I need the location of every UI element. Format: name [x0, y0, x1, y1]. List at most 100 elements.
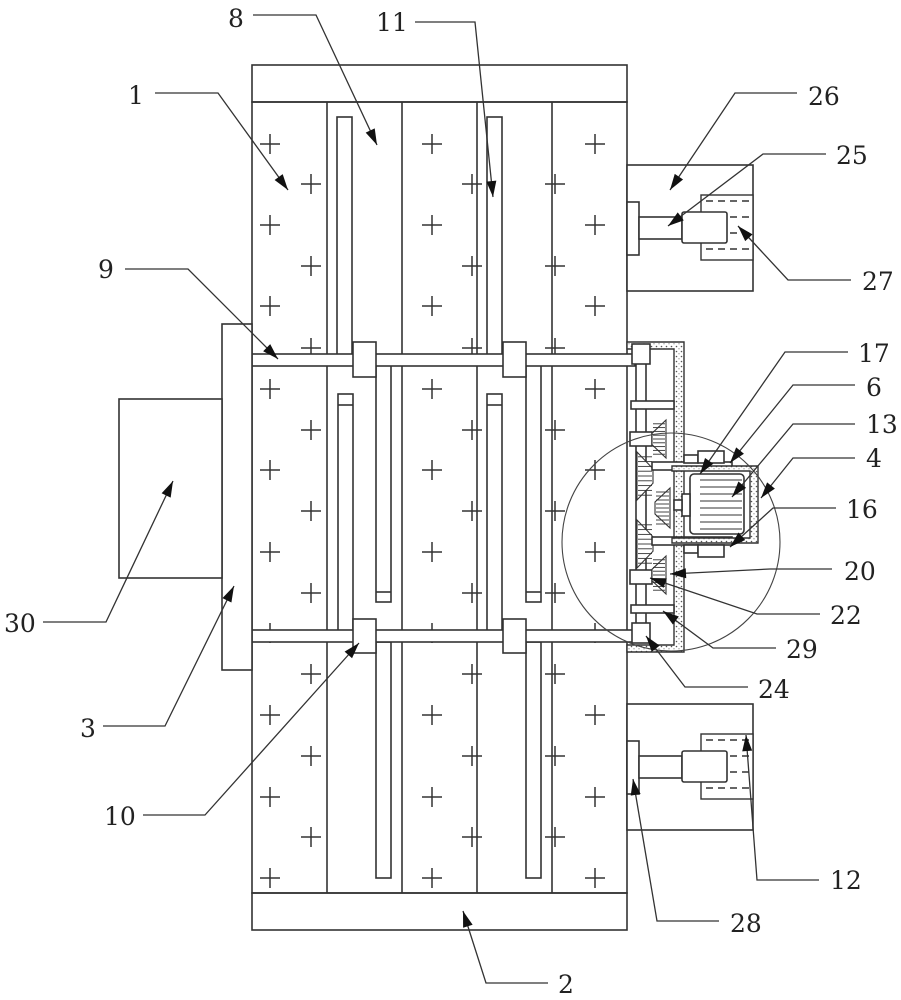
guide-slot	[486, 393, 503, 633]
arrowhead-icon	[161, 481, 173, 498]
plus-mark	[422, 379, 442, 399]
upper-shaft	[251, 353, 636, 367]
leader-8	[253, 14, 378, 146]
arrowhead-icon	[738, 226, 753, 242]
label-2: 2	[558, 970, 574, 999]
plus-mark	[260, 787, 280, 807]
plus-mark	[585, 134, 605, 154]
guide-slot	[525, 364, 542, 603]
label-22: 22	[830, 601, 862, 630]
plus-mark	[585, 787, 605, 807]
leader-22	[649, 577, 820, 615]
arrowhead-icon	[761, 482, 775, 498]
left-assembly	[118, 323, 253, 671]
leader-26	[669, 92, 797, 191]
arrowhead-icon	[742, 735, 753, 752]
bearing-seat	[697, 544, 725, 558]
support-bracket	[630, 604, 675, 614]
plate-hatching	[260, 134, 605, 888]
leader-3	[103, 585, 235, 727]
label-29: 29	[786, 635, 818, 664]
label-9: 9	[98, 255, 114, 284]
plus-mark	[301, 827, 321, 847]
bevel-gear-icon	[636, 518, 654, 570]
plus-mark	[462, 256, 482, 276]
pressure-plate	[626, 201, 640, 256]
leader-16	[729, 507, 836, 548]
arrowhead-icon	[663, 611, 679, 625]
plus-mark	[462, 827, 482, 847]
leader-9	[125, 268, 279, 360]
plus-mark	[422, 460, 442, 480]
leader-13	[731, 423, 855, 498]
lower-shaft	[251, 629, 636, 643]
plus-mark	[422, 787, 442, 807]
label-16: 16	[846, 495, 878, 524]
label-28: 28	[730, 909, 762, 938]
plus-mark	[545, 746, 565, 766]
arrowhead-icon	[732, 481, 747, 497]
label-13: 13	[866, 410, 898, 439]
plus-mark	[585, 460, 605, 480]
leader-6	[729, 384, 855, 464]
label-8: 8	[228, 4, 244, 33]
shafts	[251, 341, 636, 654]
bevel-gear-icon	[636, 450, 654, 502]
bearing-seat	[697, 450, 725, 464]
guide-slot	[525, 641, 542, 879]
bottom-frame-bar	[251, 892, 628, 931]
plus-mark	[545, 827, 565, 847]
label-24: 24	[758, 675, 790, 704]
plus-mark	[462, 746, 482, 766]
main-frame	[251, 64, 628, 931]
leader-28	[630, 778, 719, 922]
plus-mark	[545, 256, 565, 276]
plus-mark	[260, 542, 280, 562]
label-12: 12	[830, 866, 862, 895]
leader-27	[737, 225, 851, 281]
plus-mark	[260, 460, 280, 480]
leader-25	[667, 153, 826, 227]
label-1: 1	[128, 81, 144, 110]
leader-17	[699, 351, 848, 475]
label-11: 11	[376, 8, 408, 37]
bevel-gear-icon	[654, 486, 671, 530]
transmission-assembly	[561, 341, 781, 653]
gear-sleeve	[629, 431, 653, 447]
piston-rod	[638, 755, 683, 779]
leader-lines	[43, 14, 855, 984]
leader-1	[155, 92, 289, 191]
plus-mark	[462, 664, 482, 684]
lower-coupling	[631, 622, 651, 644]
guide-slot	[336, 116, 353, 358]
leader-12	[742, 734, 819, 881]
plus-mark	[260, 134, 280, 154]
leader-24	[645, 635, 748, 688]
plus-mark	[585, 215, 605, 235]
plus-mark	[585, 868, 605, 888]
guide-slot	[486, 116, 503, 358]
leader-30	[43, 480, 174, 623]
arrowhead-icon	[263, 344, 278, 359]
leader-11	[415, 21, 497, 198]
label-26: 26	[808, 82, 840, 111]
plus-mark	[422, 134, 442, 154]
arrowhead-icon	[730, 447, 744, 463]
plus-mark	[301, 746, 321, 766]
guide-slot	[375, 364, 392, 603]
label-4: 4	[866, 444, 882, 473]
leader-10	[143, 642, 360, 816]
plus-mark	[301, 256, 321, 276]
cylinder	[681, 211, 728, 244]
label-20: 20	[844, 557, 876, 586]
label-3: 3	[80, 714, 96, 743]
plus-mark	[422, 868, 442, 888]
slider-block	[352, 618, 377, 654]
plus-mark	[422, 542, 442, 562]
plus-mark	[301, 583, 321, 603]
arrowhead-icon	[630, 779, 641, 796]
plus-mark	[545, 501, 565, 521]
arrowhead-icon	[700, 458, 714, 474]
bevel-gear-icon	[651, 418, 667, 460]
